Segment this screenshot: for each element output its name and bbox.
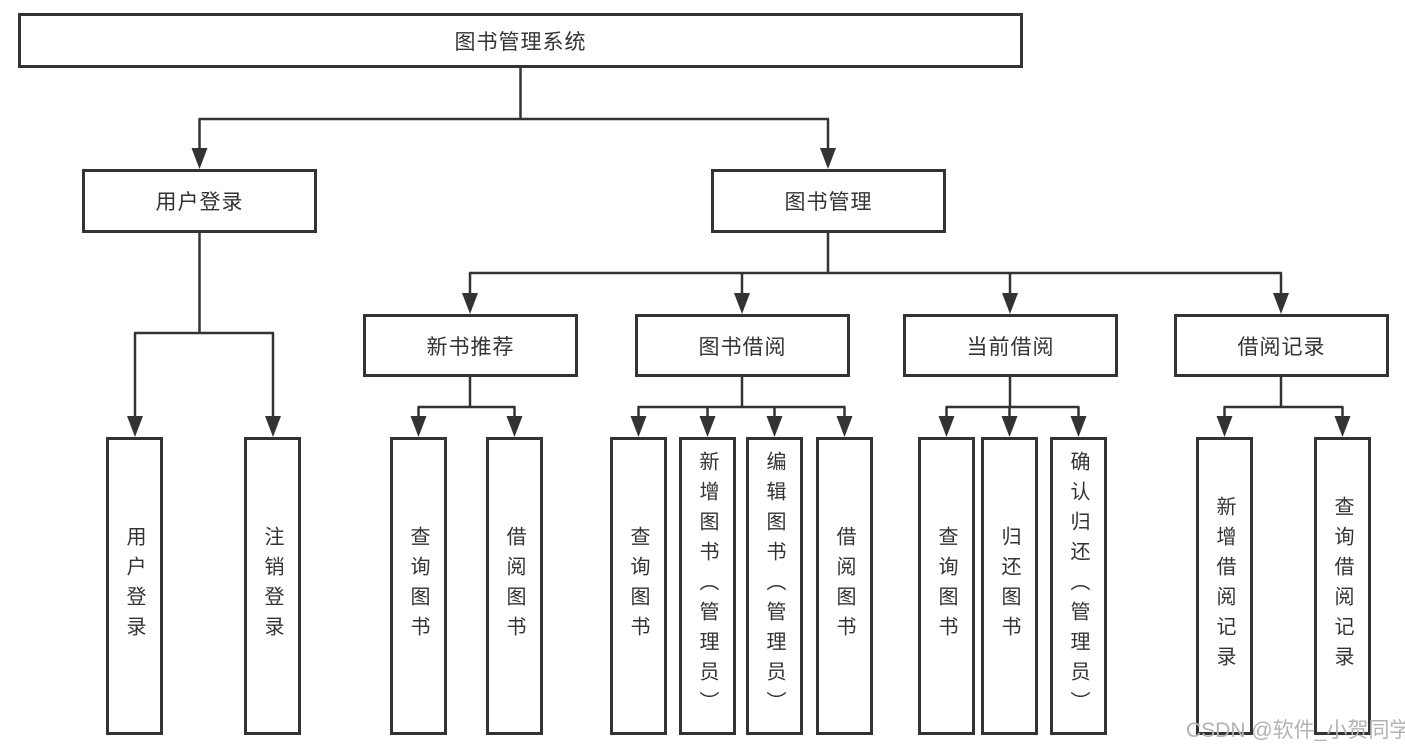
node-label: 用户登录: [155, 191, 244, 214]
leaf-query-books-current: 查询图书: [918, 437, 975, 735]
csdn-watermark: CSDN @软件_小贺同学: [1186, 719, 1405, 742]
leaf-return-books: 归还图书: [981, 437, 1038, 735]
node-label: 确认归还（管理员）: [1067, 451, 1089, 721]
node-label: 查询图书: [627, 526, 649, 646]
node-label: 编辑图书（管理员）: [763, 451, 785, 721]
node-label: 图书管理系统: [454, 30, 587, 54]
node-label: 借阅记录: [1237, 335, 1326, 359]
node-label: 归还图书: [998, 526, 1020, 646]
node-label: 新增借阅记录: [1213, 496, 1235, 676]
leaf-query-books-recommend: 查询图书: [390, 437, 447, 735]
leaf-edit-books-admin: 编辑图书（管理员）: [746, 437, 803, 735]
node-label: 查询图书: [407, 526, 429, 646]
node-label: 用户登录: [123, 526, 145, 646]
node-borrow-records: 借阅记录: [1174, 314, 1389, 377]
leaf-logout: 注销登录: [244, 437, 301, 735]
node-book-management: 图书管理: [711, 169, 946, 233]
node-label: 图书管理: [784, 191, 873, 214]
leaf-user-login: 用户登录: [106, 437, 163, 735]
node-label: 查询借阅记录: [1331, 496, 1353, 676]
node-library-management-system: 图书管理系统: [18, 13, 1023, 68]
leaf-query-borrow-record: 查询借阅记录: [1314, 437, 1371, 735]
leaf-confirm-return-admin: 确认归还（管理员）: [1050, 437, 1107, 735]
node-label: 新书推荐: [426, 335, 515, 359]
node-label: 注销登录: [261, 526, 283, 646]
leaf-query-books-borrow: 查询图书: [610, 437, 667, 735]
node-label: 查询图书: [935, 526, 957, 646]
leaf-borrow-books-recommend: 借阅图书: [486, 437, 543, 735]
node-book-borrow: 图书借阅: [635, 314, 850, 377]
node-current-borrow: 当前借阅: [903, 314, 1118, 377]
node-label: 新增图书（管理员）: [696, 451, 718, 721]
node-label: 借阅图书: [833, 526, 855, 646]
node-label: 借阅图书: [503, 526, 525, 646]
node-label: 当前借阅: [966, 335, 1055, 359]
node-user-login: 用户登录: [82, 169, 317, 233]
node-label: 图书借阅: [698, 335, 787, 359]
node-new-book-recommend: 新书推荐: [363, 314, 578, 377]
leaf-borrow-books: 借阅图书: [816, 437, 873, 735]
leaf-add-books-admin: 新增图书（管理员）: [679, 437, 736, 735]
leaf-add-borrow-record: 新增借阅记录: [1196, 437, 1253, 735]
